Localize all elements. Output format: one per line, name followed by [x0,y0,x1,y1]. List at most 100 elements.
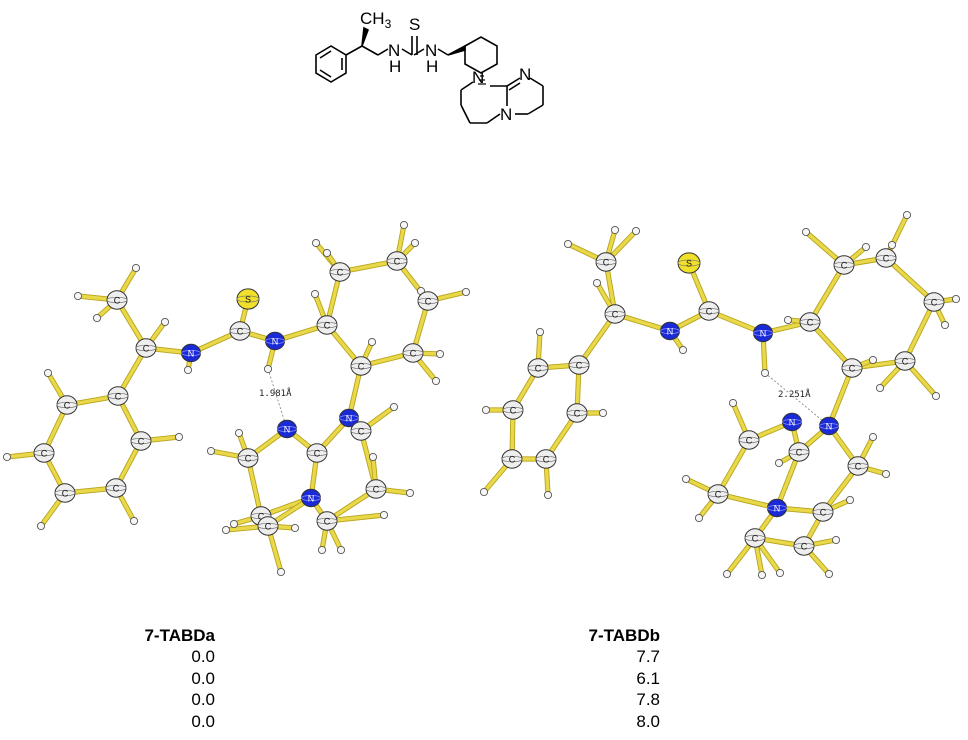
hydrogen-atom [728,398,738,408]
hydrogen-atom [221,525,231,535]
atom-ellipse [502,406,524,414]
atom-ellipse [788,448,810,456]
atom-label: C [574,409,581,419]
hydrogen-atom [678,345,688,355]
atom-ellipse [782,418,802,426]
atom-ellipse [568,361,590,369]
column-7-tabdb: 7-TABDb 7.7 6.1 7.8 8.0 [560,625,660,732]
hydrogen-atom [389,402,399,412]
ring-n2-label: N [519,65,531,84]
atom-label: C [510,406,517,416]
atom-label: C [796,448,803,458]
atom-label: C [576,361,583,371]
energy-value: 6.1 [636,668,660,688]
atom-label: C [849,364,856,374]
atom-ellipse [277,425,297,433]
atom-ellipse [33,449,55,457]
atom-label: C [807,318,814,328]
atom-label: C [394,257,401,267]
hydrogen-atom [760,368,770,378]
hydrogen-atom [931,391,941,401]
atom-label: N [284,425,291,435]
energy-value: 8.0 [636,711,660,731]
atom-ellipse [365,485,387,493]
atom-label: C [752,534,759,544]
chemical-structure-labels: CH3 S N H N H N N N [360,9,531,124]
hbond-distance-a: 1.981Å [259,387,292,399]
bond [246,456,263,518]
hydrogen-atom [535,327,545,337]
hydrogen-atom [405,488,415,498]
atom-label: N [774,504,781,514]
atom-label: C [509,455,516,465]
atom-ellipse [847,462,869,470]
atom-ellipse [135,344,157,352]
hydrogen-atom [824,569,834,579]
atom-label: S [245,295,251,305]
column-header-b: 7-TABDb [588,626,660,645]
atom-label: C [358,427,365,437]
nh2-h-label: H [426,57,438,76]
atom-label: S [686,259,692,269]
atom-label: C [62,489,69,499]
atom-label: C [373,485,380,495]
hydrogen-atom [481,405,491,415]
hydrogen-atom [368,452,378,462]
hydrogen-atom [774,458,784,468]
hydrogen-atom [322,248,332,258]
hydrogen-atom [317,545,327,555]
hydrogen-atom [367,337,377,347]
atom-label: C [612,310,619,320]
hydrogen-bond [764,372,830,427]
hydrogen-atom [479,487,489,497]
atom-ellipse [417,297,439,305]
hydrogen-atom [43,368,53,378]
hydrogen-atom [36,521,46,531]
hydrogen-atom [681,474,691,484]
hydrogen-atom [229,519,239,529]
atom-label: C [603,258,610,268]
hydrogen-atom [861,242,871,252]
bond [808,263,846,324]
hydrogen-atom [410,238,420,248]
column-header-a: 7-TABDa [144,626,215,645]
hydrogen-atom [2,452,12,462]
hydrogen-atom [206,446,216,456]
energy-value: 0.0 [191,690,215,709]
atom-ellipse [660,327,680,335]
atom-label: N [308,494,315,504]
atom-ellipse [812,508,834,516]
sulfur-label: S [409,15,420,34]
atom-label: C [337,268,344,278]
atom-ellipse [595,258,617,266]
hydrogen-atom [435,349,445,359]
hydrogen-atom [431,376,441,386]
atom-label: C [746,436,753,446]
hydrogen-atom [336,545,346,555]
hydrogen-atom [610,225,620,235]
atom-ellipse [181,349,201,357]
atom-ellipse [237,454,259,462]
hydrogen-atom [868,355,878,365]
atom-ellipse [265,337,285,345]
atom-ellipse [767,504,787,512]
atom-label: N [667,327,674,337]
ch3-label: CH3 [360,9,392,31]
hydrogen-atom [592,278,602,288]
atom-label: C [115,392,122,402]
atom-label: C [902,357,909,367]
atom-ellipse [106,296,128,304]
atom-ellipse [819,422,839,430]
chemical-structure [315,26,544,124]
energy-value: 7.7 [636,647,660,666]
hydrogen-atom [290,523,300,533]
hydrogen-atom [631,226,641,236]
atom-label: C [801,542,808,552]
atom-label: C [265,522,272,532]
atom-label: C [64,401,71,411]
atom-ellipse [535,455,557,463]
hydrogen-atom [129,516,139,526]
atom-ellipse [229,327,251,335]
hydrogen-atom [276,567,286,577]
